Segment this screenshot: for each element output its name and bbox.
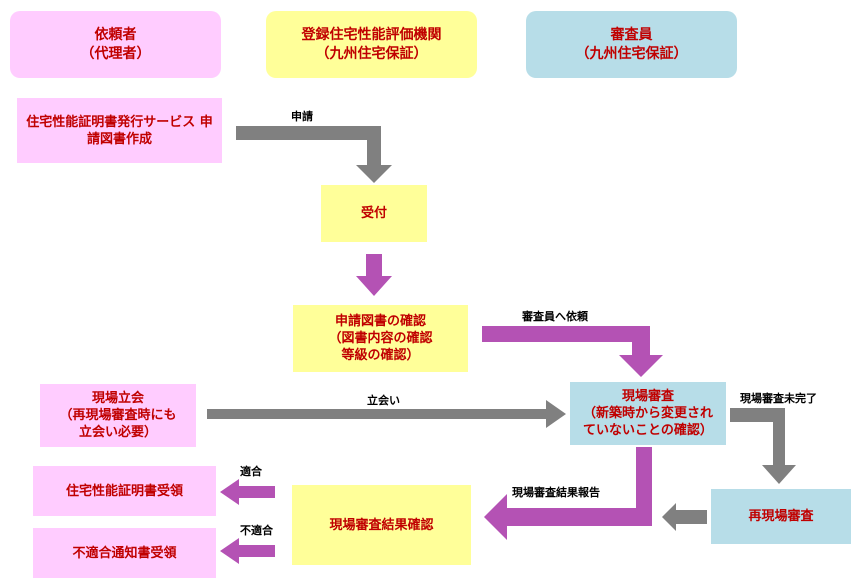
box-result-confirmation: 現場審査結果確認	[292, 485, 471, 565]
arrow-reception-to-doccheck	[356, 254, 392, 296]
arrow-nonconform	[220, 538, 275, 564]
header-applicant: 依頼者 （代理者）	[10, 11, 221, 78]
box-certificate-receipt: 住宅性能証明書受領	[33, 466, 216, 516]
arrow-attend	[207, 400, 566, 428]
box-re-review: 再現場審査	[711, 489, 851, 544]
label-attend: 立会い	[367, 394, 400, 407]
label-nonconform: 不適合	[240, 524, 273, 537]
arrow-conform	[220, 479, 275, 505]
label-apply: 申請	[291, 110, 313, 123]
arrow-apply	[236, 126, 392, 183]
label-request-inspector: 審査員へ依頼	[522, 310, 588, 323]
box-site-attendance: 現場立会 （再現場審査時にも 立会い必要）	[40, 384, 196, 447]
box-document-check: 申請図書の確認 （図書内容の確認 等級の確認）	[293, 305, 468, 372]
box-nonconformity-receipt: 不適合通知書受領	[33, 528, 216, 578]
box-service-application: 住宅性能証明書発行サービス 申請図書作成	[17, 98, 222, 163]
arrow-request-inspector	[482, 326, 663, 377]
label-report: 現場審査結果報告	[512, 486, 600, 499]
header-agency: 登録住宅性能評価機関 （九州住宅保証）	[266, 11, 477, 78]
header-inspector: 審査員 （九州住宅保証）	[526, 11, 737, 78]
arrow-report	[484, 447, 652, 540]
label-incomplete: 現場審査未完了	[740, 392, 817, 405]
box-site-review: 現場審査 （新築時から変更され ていないことの確認）	[570, 382, 726, 445]
arrow-re-review-to-result	[662, 503, 707, 531]
arrow-incomplete	[730, 408, 796, 484]
box-reception: 受付	[321, 185, 427, 242]
label-conform: 適合	[240, 465, 262, 478]
